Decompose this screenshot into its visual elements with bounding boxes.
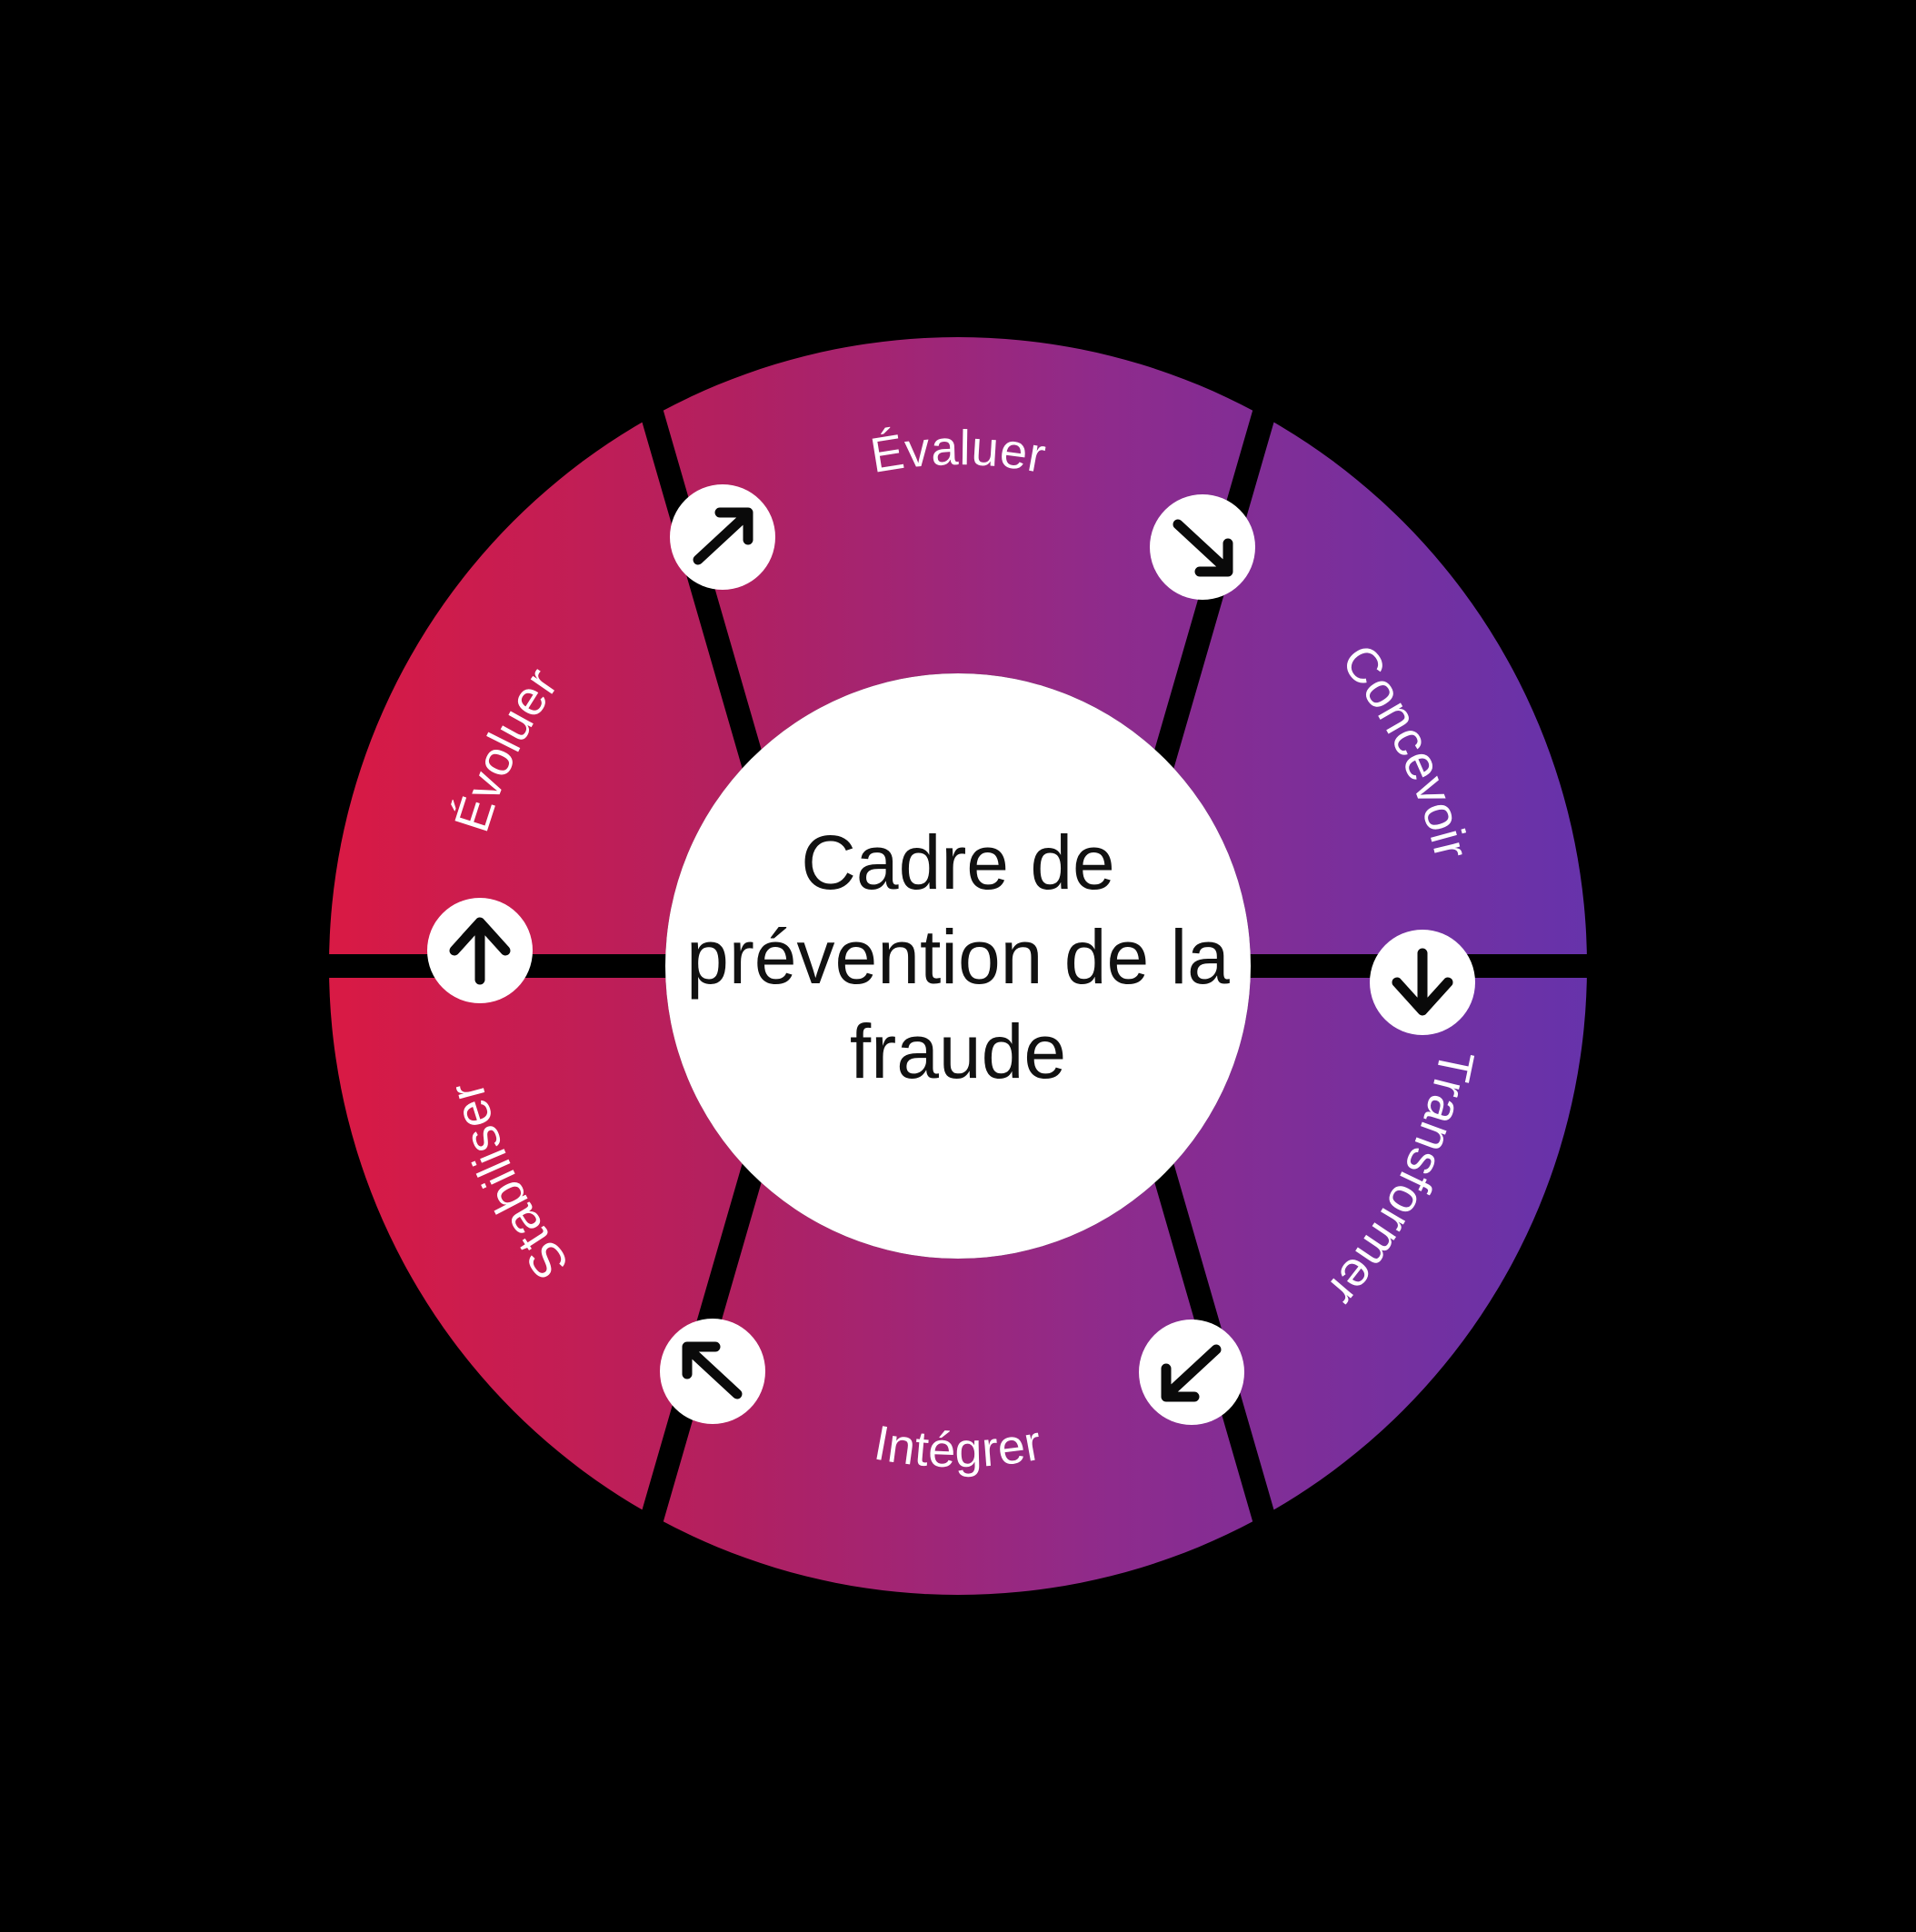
segment-label-evaluer: Évaluer xyxy=(867,421,1051,483)
arrow-northwest-icon xyxy=(682,1341,743,1399)
center-title-line-3: fraude xyxy=(850,1009,1066,1094)
arrow-badge-southwest[interactable] xyxy=(1139,1320,1244,1425)
arrow-northeast-icon xyxy=(693,507,753,565)
arrow-south-icon xyxy=(1392,948,1453,1016)
center-hub-circle xyxy=(665,673,1251,1259)
arrow-badge-north[interactable] xyxy=(427,898,533,1003)
arrow-north-icon xyxy=(449,917,511,985)
center-title-line-1: Cadre de xyxy=(801,820,1115,905)
arrow-badge-southeast[interactable] xyxy=(1150,494,1255,600)
arrow-badge-south[interactable] xyxy=(1370,930,1475,1035)
arrow-badge-northwest[interactable] xyxy=(660,1319,765,1424)
center-title-line-2: prévention de la xyxy=(686,914,1230,1000)
arrow-southwest-icon xyxy=(1161,1344,1222,1402)
arrow-southeast-icon xyxy=(1173,519,1233,577)
arrow-badge-northeast[interactable] xyxy=(670,484,775,590)
segment-label-integrer: Intégrer xyxy=(870,1416,1045,1479)
center-hub: Cadre de prévention de la fraude xyxy=(665,673,1251,1259)
